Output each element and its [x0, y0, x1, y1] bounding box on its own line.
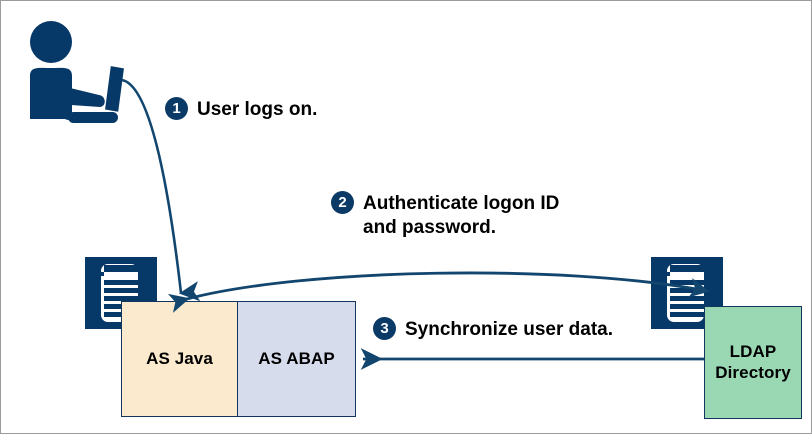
step-1-text: User logs on. [197, 99, 318, 120]
step-3-badge: 3 [373, 317, 396, 340]
server-bar [669, 287, 712, 293]
server-bar [103, 264, 146, 272]
ldap-directory-box: LDAP Directory [704, 306, 802, 419]
as-java-label: AS Java [146, 349, 213, 368]
server-led-icon [656, 272, 671, 277]
server-bar [669, 280, 712, 286]
step-1-badge: 1 [165, 97, 188, 120]
server-bar [669, 311, 712, 317]
server-bar [103, 295, 146, 301]
step-1-label: 1 User logs on. [165, 97, 317, 122]
step-3-text: Synchronize user data. [405, 319, 614, 340]
as-abap-box: AS ABAP [237, 301, 356, 417]
as-abap-label: AS ABAP [258, 349, 335, 368]
as-java-box: AS Java [121, 301, 238, 417]
ldap-label-line-1: LDAP [729, 341, 777, 361]
step-2-text: Authenticate logon ID and password. [363, 193, 560, 238]
step-3-label: 3 Synchronize user data. [373, 317, 613, 342]
server-bar [669, 295, 712, 301]
step-2-badge: 2 [331, 191, 354, 214]
ldap-label-line-2: Directory [715, 362, 791, 382]
person-at-laptop-icon [13, 19, 133, 131]
server-bar [103, 280, 146, 286]
server-bar [669, 264, 712, 272]
server-bar [103, 287, 146, 293]
step-2-label: 2 Authenticate logon ID and password. [331, 191, 559, 240]
ldap-directory-label: LDAP Directory [715, 342, 791, 383]
server-led-icon [90, 272, 105, 277]
arrow-as-java-to-ldap-server [167, 271, 710, 313]
